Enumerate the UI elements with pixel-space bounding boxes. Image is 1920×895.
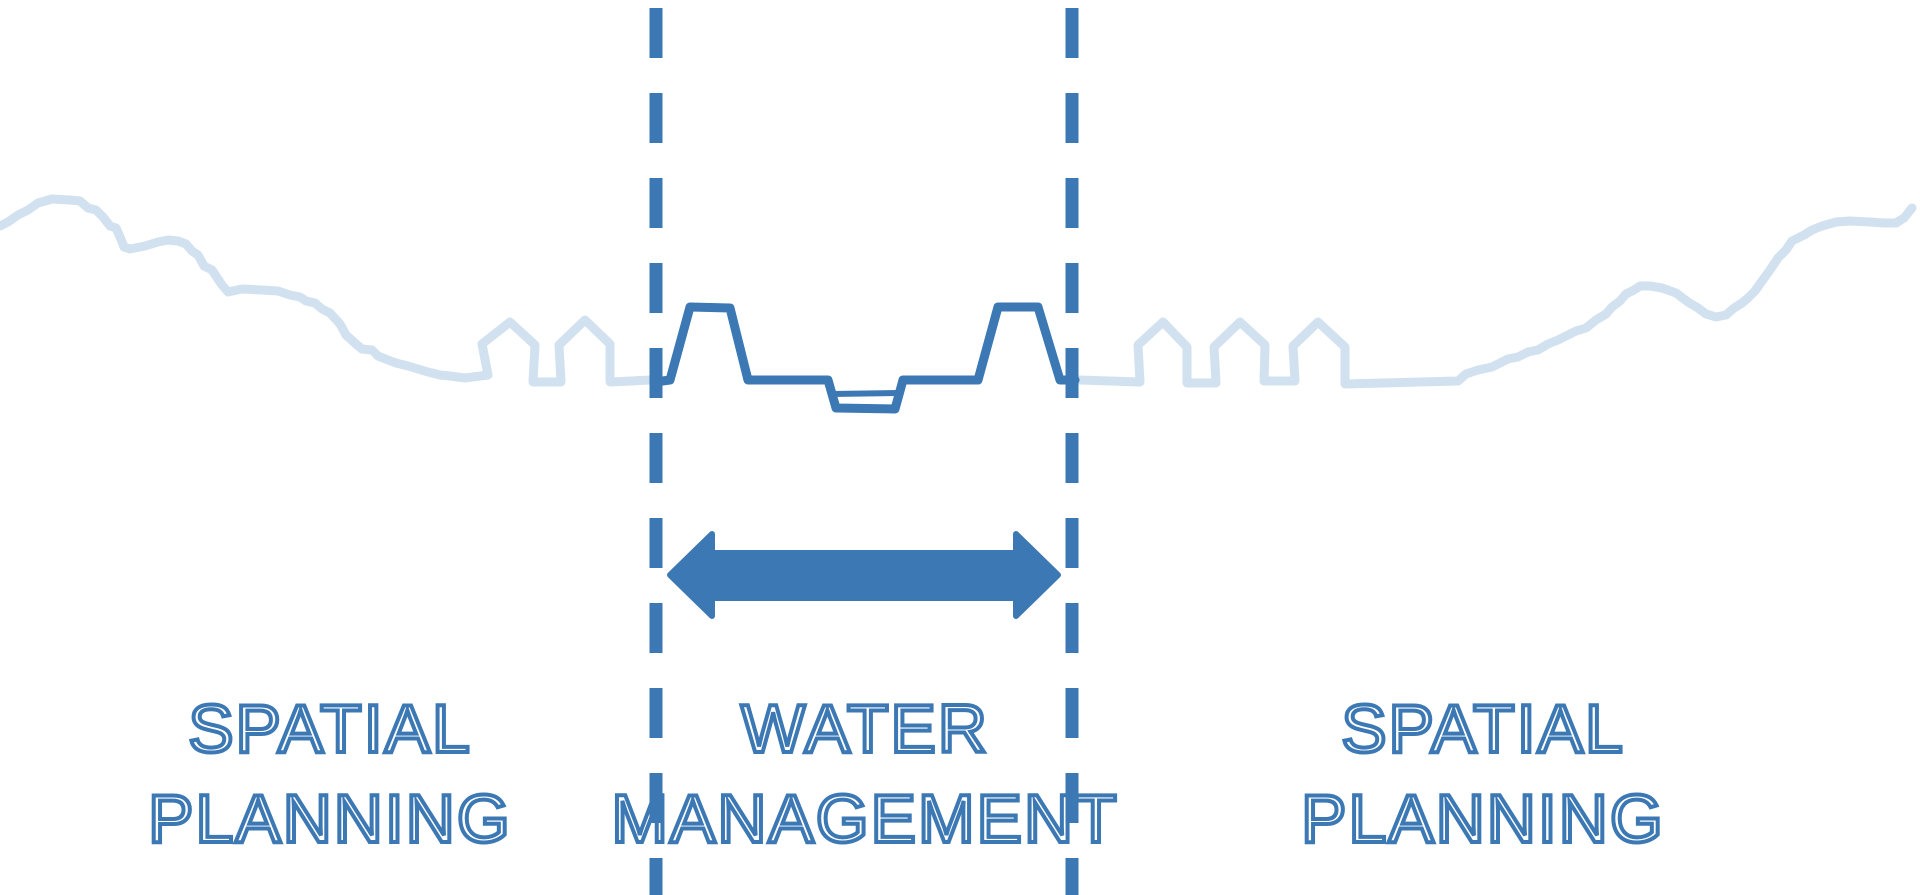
center-zone-label-line1: WATER xyxy=(741,691,989,767)
terrain-right xyxy=(1075,203,1917,389)
channel-water-surface xyxy=(829,390,901,397)
double-headed-arrow-icon xyxy=(667,531,1061,619)
right-zone-label-line1: SPATIAL xyxy=(1341,691,1625,767)
center-zone-label-line2: MANAGEMENT xyxy=(611,781,1118,857)
right-zone-label-line2: PLANNING xyxy=(1301,781,1665,857)
terrain-left xyxy=(0,194,655,387)
water-channel-cross-section xyxy=(650,302,1080,414)
left-zone-label-line2: PLANNING xyxy=(148,781,512,857)
left-zone-label-line1: SPATIAL xyxy=(188,691,472,767)
